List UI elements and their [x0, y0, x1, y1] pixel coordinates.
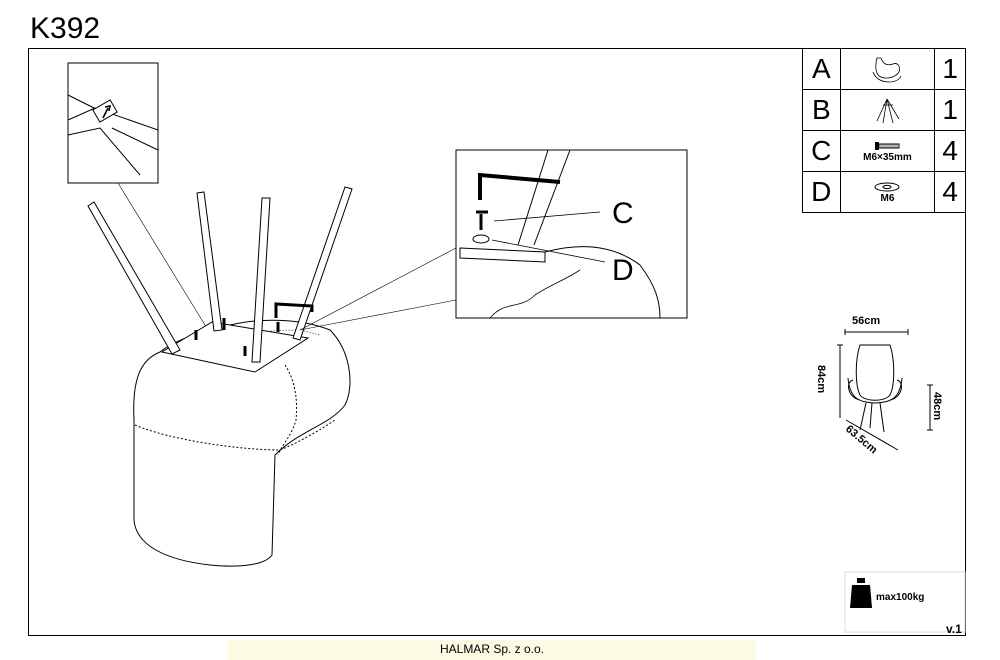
- max-load-label: max100kg: [876, 592, 924, 603]
- dimension-diagram: 56cm 84cm 63.5cm 48cm: [815, 315, 943, 456]
- chair-seat-icon: [839, 48, 936, 90]
- callout-label-d: D: [612, 254, 634, 287]
- chair-seat-illustration: [133, 319, 351, 567]
- legs-illustration: [87, 186, 353, 363]
- detail-inset-bolt-washer: C D: [455, 149, 688, 319]
- parts-row: D M6 4: [802, 171, 966, 213]
- part-quantity: 4: [934, 130, 966, 172]
- dimension-depth: 63.5cm: [843, 423, 879, 456]
- model-number: K392: [30, 12, 101, 45]
- leg-base-icon: [839, 89, 936, 131]
- weight-icon: [850, 578, 872, 608]
- version-label: v.1: [946, 622, 962, 636]
- part-letter: C: [802, 130, 841, 172]
- part-spec: M6: [880, 192, 895, 204]
- parts-list-table: A 1 B 1 C M6×35mm 4 D: [802, 48, 966, 213]
- dimension-seat-height: 48cm: [931, 392, 943, 420]
- dimension-width: 56cm: [852, 315, 880, 327]
- part-quantity: 1: [934, 48, 966, 90]
- parts-row: A 1: [802, 48, 966, 90]
- detail-inset-leg-arrow: [67, 62, 209, 331]
- washer-icon: M6: [839, 171, 936, 213]
- instruction-frame: [28, 48, 966, 636]
- max-load-block: max100kg: [844, 571, 966, 633]
- part-quantity: 1: [934, 89, 966, 131]
- part-spec: M6×35mm: [863, 151, 912, 163]
- footer-company: HALMAR Sp. z o.o.: [228, 640, 756, 660]
- part-quantity: 4: [934, 171, 966, 213]
- parts-row: B 1: [802, 89, 966, 131]
- parts-row: C M6×35mm 4: [802, 130, 966, 172]
- callout-label-c: C: [612, 197, 634, 230]
- part-letter: B: [802, 89, 841, 131]
- part-letter: D: [802, 171, 841, 213]
- dimension-height: 84cm: [815, 365, 827, 393]
- part-letter: A: [802, 48, 841, 90]
- bolt-icon: M6×35mm: [839, 130, 936, 172]
